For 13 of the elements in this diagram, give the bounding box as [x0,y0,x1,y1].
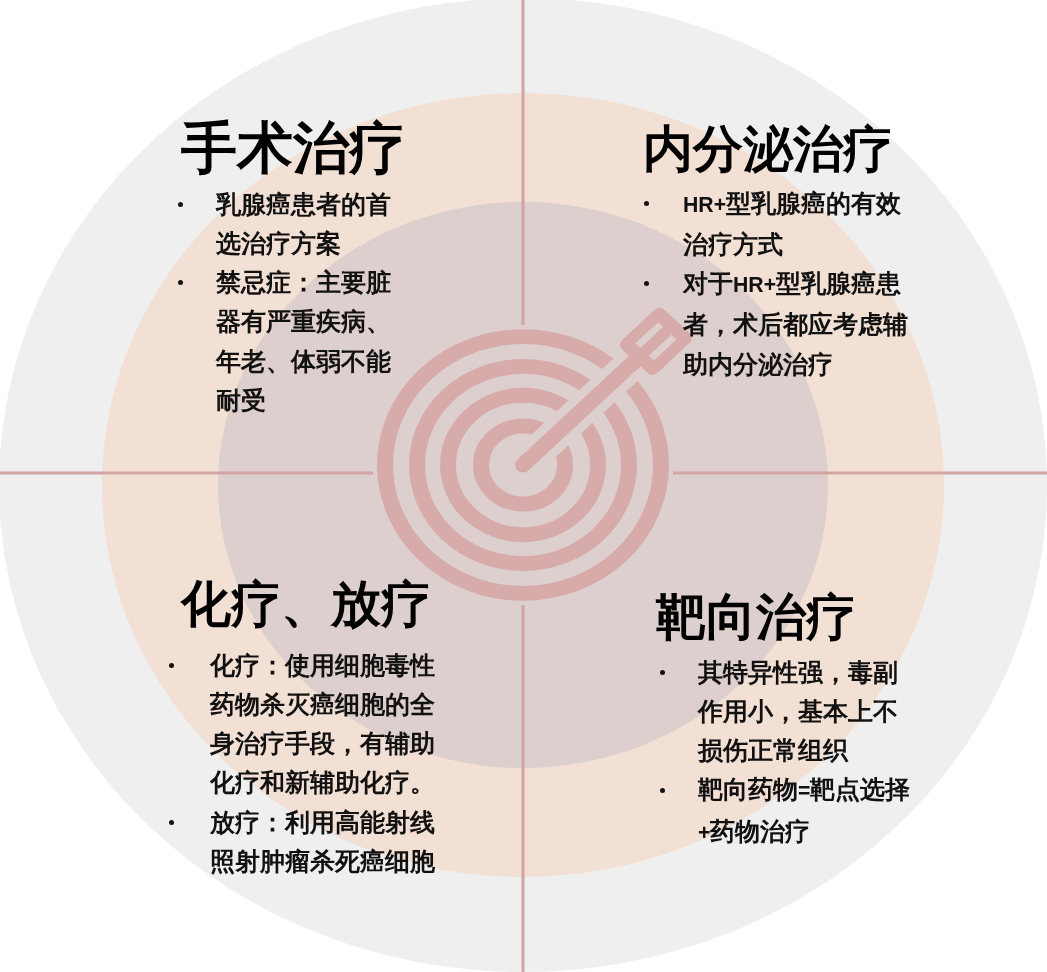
bullet-text: 对于HR+型乳腺癌患者，术后都应考虑辅助内分泌治疗 [683,268,909,381]
bullet-text: HR+型乳腺癌的有效治疗方式 [683,187,903,261]
bullet-text: 靶向药物=靶点选择+药物治疗 [698,774,912,848]
bullet-text: 放疗：利用高能射线照射肿瘤杀死癌细胞 [210,806,436,878]
bullet-text: 其特异性强，毒副作用小，基本上不损伤正常组织 [698,656,899,768]
bullet-text: 乳腺癌患者的首选治疗方案 [216,188,392,260]
quadrant-title: 化疗、放疗 [181,574,431,634]
bullet-text: 化疗：使用细胞毒性药物杀灭癌细胞的全身治疗手段，有辅助化疗和新辅助化疗。 [210,649,436,800]
quadrant-sector [523,473,1047,972]
bullet-text: 禁忌症：主要脏器有严重疾病、年老、体弱不能耐受 [216,267,392,417]
quadrant-title: 靶向治疗 [656,587,856,647]
quadrant-title: 手术治疗 [181,114,405,182]
quadrant-title: 内分泌治疗 [643,119,893,179]
